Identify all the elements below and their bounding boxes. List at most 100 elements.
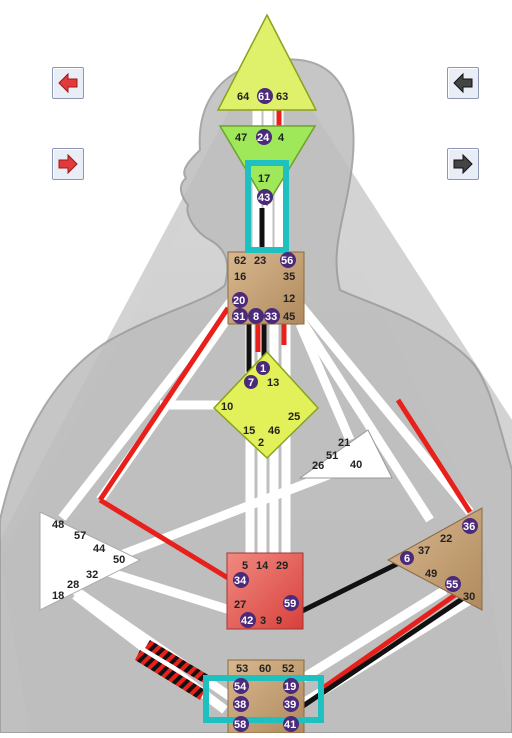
gate-label: 52: [282, 663, 294, 675]
gate-label: 29: [276, 560, 288, 572]
head-center: [216, 13, 318, 111]
gate-label: 37: [418, 545, 430, 557]
g-center: [212, 350, 320, 460]
gate-label: 44: [93, 543, 106, 555]
gate-label: 21: [338, 437, 350, 449]
gate-active-marker: [256, 361, 270, 375]
gate-label: 31: [233, 311, 245, 323]
gate-label: 19: [284, 681, 296, 693]
gate-active-marker: [233, 678, 249, 694]
arrow-left-icon: [453, 72, 473, 94]
gate-label: 62: [234, 255, 246, 267]
arrow-right-icon: [58, 153, 78, 175]
gate-active-marker: [232, 308, 248, 324]
gate-active-marker: [264, 308, 280, 324]
gate-label: 10: [221, 401, 233, 413]
gate-active-marker: [257, 189, 273, 205]
highlight-box-ajna: [245, 160, 289, 253]
personality-prev-button[interactable]: [447, 67, 479, 99]
gate-label: 64: [237, 91, 250, 103]
gate-label: 17: [258, 173, 270, 185]
gate-label: 38: [234, 699, 246, 711]
gate-label: 12: [283, 293, 295, 305]
gate-label: 50: [113, 554, 125, 566]
gate-label: 18: [52, 590, 64, 602]
gate-label: 63: [276, 91, 288, 103]
gate-label: 48: [52, 519, 64, 531]
ego-center: [298, 429, 393, 479]
gate-label: 23: [254, 255, 266, 267]
gate-label: 30: [463, 591, 475, 603]
gate-label: 42: [241, 615, 253, 627]
gate-active-marker: [240, 612, 256, 628]
gate-label: 16: [234, 271, 246, 283]
gate-label: 6: [404, 553, 410, 565]
gate-label: 33: [265, 311, 277, 323]
gate-label: 13: [267, 377, 279, 389]
gate-label: 7: [248, 377, 254, 389]
gate-label: 26: [312, 460, 324, 472]
gate-label: 2: [258, 437, 264, 449]
gate-label: 9: [276, 615, 282, 627]
gate-label: 27: [234, 599, 246, 611]
gate-label: 32: [86, 569, 98, 581]
highlight-box-root: [203, 675, 324, 723]
gate-label: 24: [257, 132, 270, 144]
gate-label: 5: [242, 560, 248, 572]
striped-channels: [135, 640, 210, 700]
gate-active-marker: [283, 696, 299, 712]
gate-label: 61: [258, 91, 270, 103]
arrow-left-icon: [58, 72, 78, 94]
gate-active-marker: [244, 375, 258, 389]
gate-label: 25: [288, 411, 300, 423]
gate-label: 39: [284, 699, 296, 711]
arrow-right-icon: [453, 153, 473, 175]
gate-active-marker: [283, 595, 299, 611]
personality-next-button[interactable]: [447, 148, 479, 180]
gate-label: 45: [283, 311, 295, 323]
gate-label: 57: [74, 530, 86, 542]
gate-label: 60: [259, 663, 271, 675]
gate-label: 4: [278, 132, 285, 144]
personality-channels: [246, 208, 470, 711]
sacral-center: [226, 552, 304, 630]
gate-label: 51: [326, 450, 338, 462]
gate-active-marker: [233, 696, 249, 712]
design-prev-button[interactable]: [52, 67, 84, 99]
gate-active-marker: [283, 678, 299, 694]
gate-label: 58: [234, 719, 246, 731]
gate-label: 1: [260, 363, 266, 375]
gate-label: 35: [283, 271, 295, 283]
gate-label: 49: [425, 568, 437, 580]
design-next-button[interactable]: [52, 148, 84, 180]
gate-active-marker: [256, 129, 272, 145]
gate-label: 8: [253, 311, 259, 323]
gate-label: 43: [258, 192, 270, 204]
gate-label: 59: [284, 598, 296, 610]
gate-label: 41: [284, 719, 296, 731]
gate-label: 47: [235, 132, 247, 144]
gate-active-marker: [232, 292, 248, 308]
gate-label: 22: [440, 533, 452, 545]
gate-label: 36: [463, 521, 475, 533]
design-channels: [97, 106, 473, 693]
gate-label: 28: [67, 579, 79, 591]
gate-active-marker: [233, 716, 249, 732]
gate-label: 40: [350, 459, 362, 471]
gate-label: 54: [234, 681, 247, 693]
gate-active-marker: [257, 88, 273, 104]
gate-label: 3: [260, 615, 266, 627]
gate-active-marker: [283, 716, 299, 732]
gate-label: 20: [233, 295, 245, 307]
gate-label: 14: [256, 560, 269, 572]
gate-label: 55: [446, 579, 458, 591]
gate-active-marker: [248, 308, 264, 324]
gate-active-marker: [280, 252, 296, 268]
gate-active-marker: [462, 518, 478, 534]
spleen-center: [39, 511, 142, 611]
gate-active-marker: [400, 551, 414, 565]
gate-label: 15: [243, 425, 255, 437]
gate-label: 34: [234, 575, 247, 587]
